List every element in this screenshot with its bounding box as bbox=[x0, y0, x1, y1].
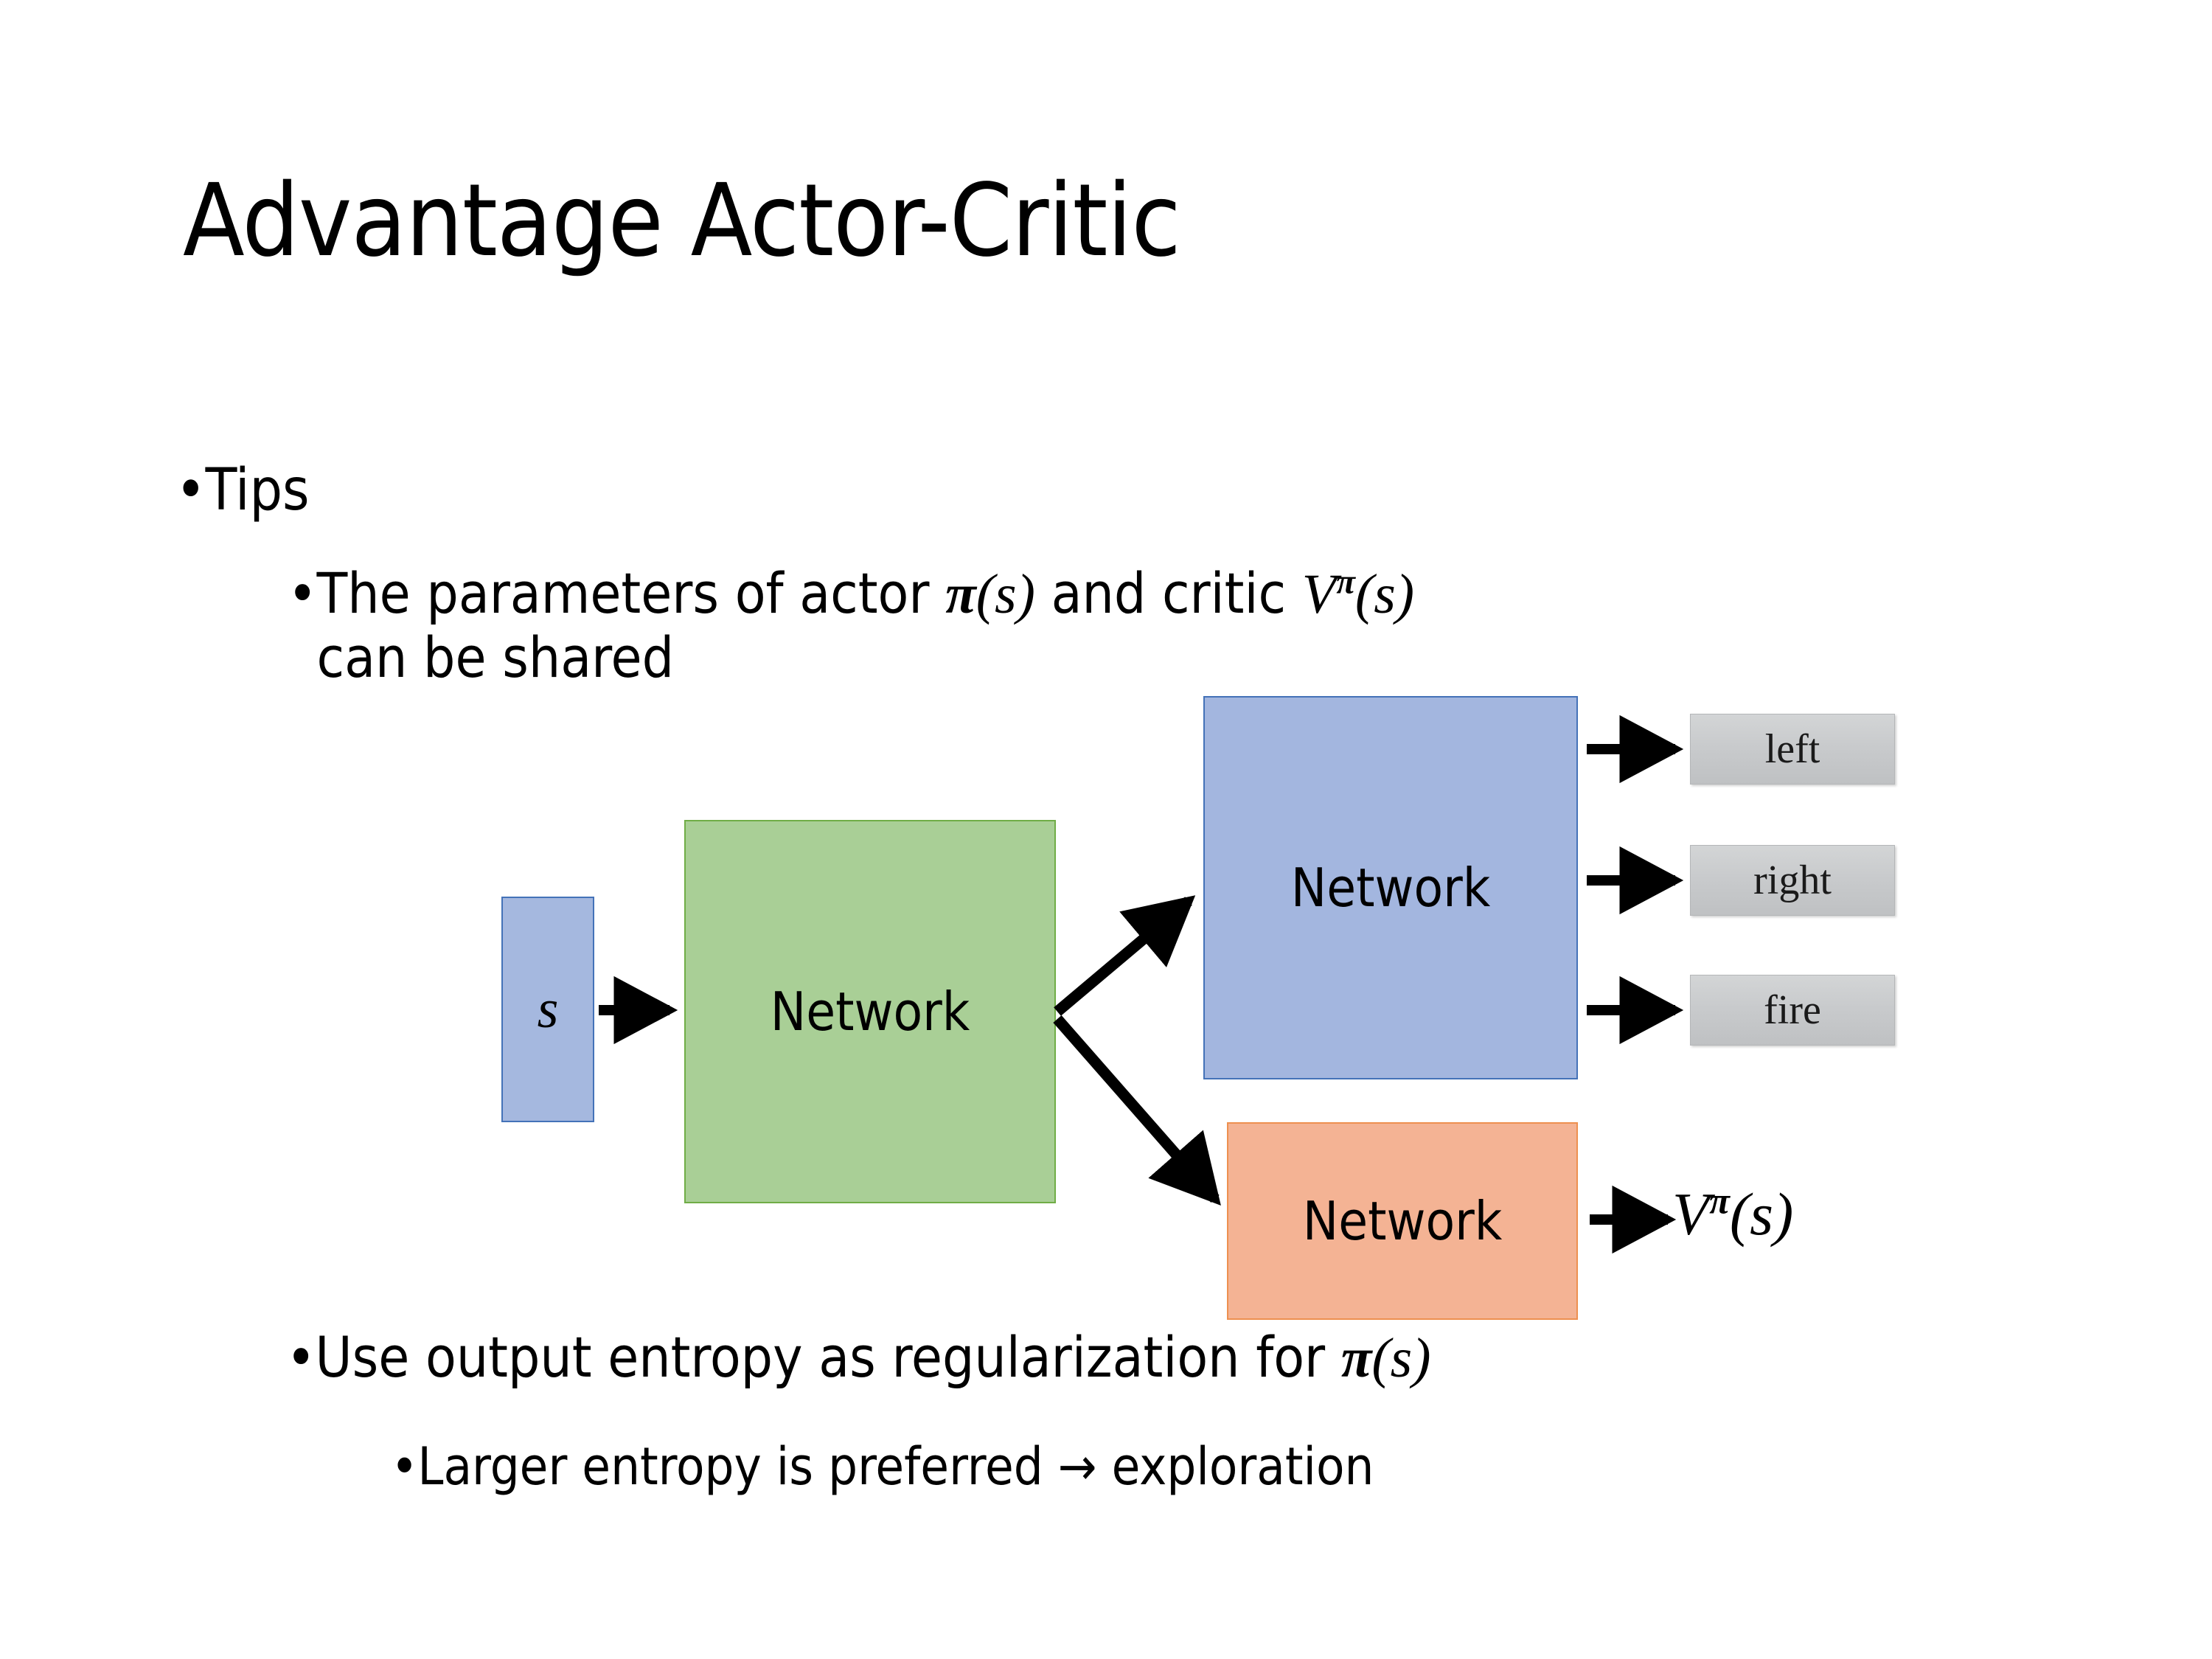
v-argument: (s) bbox=[1354, 563, 1415, 625]
action-box-fire: fire bbox=[1690, 975, 1895, 1046]
bullet-exploration-label: Larger entropy is preferred → exploratio… bbox=[417, 1436, 1374, 1497]
shared-text-a: The parameters of actor bbox=[316, 560, 946, 626]
pi-symbol: π bbox=[945, 563, 976, 625]
v-symbol: V bbox=[1301, 563, 1337, 625]
bullet-marker bbox=[175, 459, 206, 523]
v-superscript-pi: π bbox=[1336, 563, 1355, 602]
critic-output-v: V bbox=[1672, 1180, 1710, 1248]
actor-network-box: Network bbox=[1203, 696, 1578, 1079]
bullet-marker bbox=[288, 562, 317, 625]
shared-text-b: and critic bbox=[1034, 560, 1302, 626]
bullet-marker bbox=[391, 1438, 417, 1495]
shared-network-box: Network bbox=[684, 820, 1056, 1203]
critic-output-argument: (s) bbox=[1729, 1180, 1794, 1248]
action-label-right: right bbox=[1753, 858, 1832, 903]
action-label-fire: fire bbox=[1764, 987, 1821, 1033]
input-state-label: s bbox=[537, 978, 559, 1040]
bullet-shared-parameters-line2: can be shared bbox=[316, 625, 675, 691]
input-state-box: s bbox=[501, 897, 594, 1122]
action-box-right: right bbox=[1690, 845, 1895, 916]
action-label-left: left bbox=[1764, 726, 1820, 772]
critic-network-label: Network bbox=[1302, 1190, 1503, 1252]
page-title: Advantage Actor-Critic bbox=[183, 163, 1181, 279]
critic-output-value: Vπ(s) bbox=[1672, 1180, 1793, 1249]
critic-network-box: Network bbox=[1227, 1122, 1578, 1320]
critic-output-superscript-pi: π bbox=[1709, 1180, 1730, 1222]
bullet-tips-label: Tips bbox=[205, 457, 310, 524]
action-box-left: left bbox=[1690, 714, 1895, 785]
actor-network-label: Network bbox=[1290, 857, 1491, 919]
bullet-tips: Tips bbox=[175, 457, 310, 524]
pi-argument: (s) bbox=[975, 563, 1035, 625]
bullet-shared-parameters-line1: The parameters of actor π(s) and critic … bbox=[288, 560, 1415, 626]
arrow-shared-to-critic bbox=[1053, 1015, 1221, 1206]
bullet-marker bbox=[286, 1326, 316, 1388]
shared-network-label: Network bbox=[770, 981, 970, 1043]
pi-symbol: π bbox=[1340, 1327, 1372, 1389]
bullet-shared-parameters: The parameters of actor π(s) and critic … bbox=[288, 560, 1415, 691]
entropy-text-a: Use output entropy as regularization for bbox=[315, 1324, 1341, 1390]
arrow-shared-to-actor bbox=[1054, 895, 1196, 1016]
bullet-entropy-regularization: Use output entropy as regularization for… bbox=[286, 1326, 1431, 1390]
pi-argument: (s) bbox=[1371, 1327, 1431, 1389]
bullet-exploration: Larger entropy is preferred → exploratio… bbox=[391, 1438, 1374, 1495]
